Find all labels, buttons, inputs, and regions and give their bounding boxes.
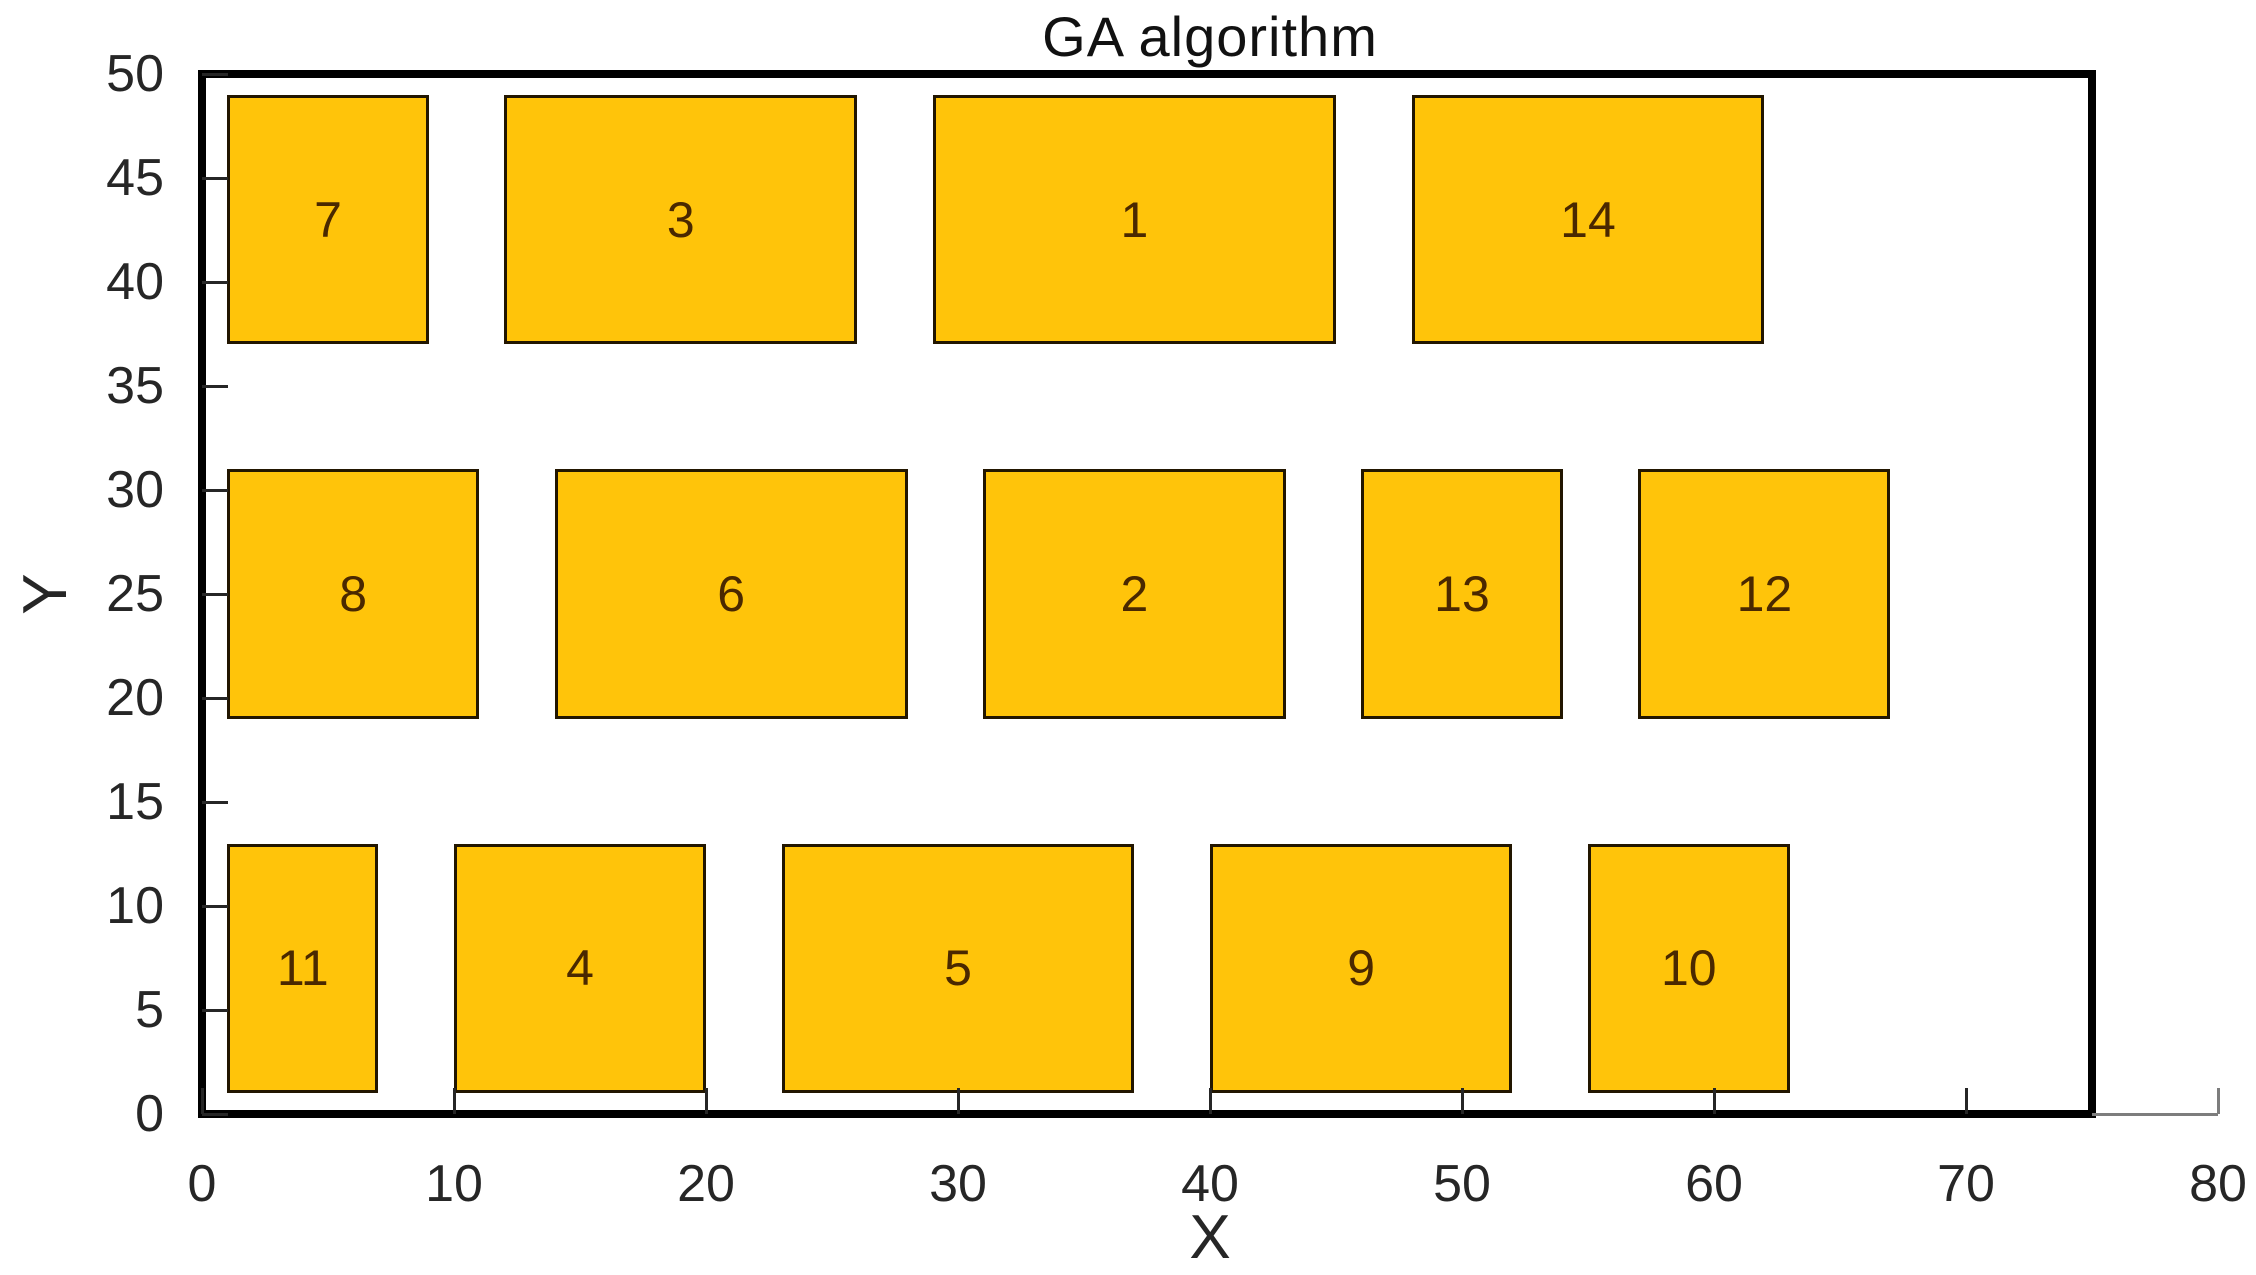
y-tick	[202, 1112, 228, 1116]
y-tick-label: 35	[106, 357, 164, 415]
y-tick-label: 50	[106, 45, 164, 103]
y-tick	[202, 696, 228, 700]
packing-rect-label: 9	[1347, 940, 1376, 997]
packing-rect-label: 4	[566, 940, 594, 997]
packing-rect: 9	[1210, 843, 1513, 1094]
x-tick-label: 60	[1685, 1155, 1743, 1213]
packing-rect: 3	[504, 94, 858, 345]
packing-rect-label: 13	[1434, 565, 1490, 622]
x-tick	[956, 1088, 960, 1114]
packing-rect-label: 10	[1660, 940, 1717, 997]
x-axis-label: X	[1189, 1203, 1231, 1272]
x-tick-label: 50	[1433, 1155, 1491, 1213]
y-tick-label: 0	[135, 1085, 164, 1143]
y-tick	[202, 72, 228, 76]
packing-rect: 4	[454, 843, 706, 1094]
packing-rect: 7	[227, 94, 429, 345]
y-tick	[202, 280, 228, 284]
packing-rect: 13	[1361, 469, 1563, 719]
x-tick-label: 10	[425, 1155, 483, 1213]
x-tick-label: 20	[677, 1155, 735, 1213]
packing-rect-label: 12	[1736, 565, 1793, 622]
packing-rect: 10	[1588, 843, 1790, 1094]
packing-rect-label: 8	[339, 565, 368, 622]
packing-rect-label: 7	[314, 191, 342, 248]
y-tick-label: 15	[106, 773, 164, 831]
y-tick	[202, 904, 228, 908]
x-tick	[200, 1088, 204, 1114]
y-tick	[202, 176, 228, 180]
y-tick	[202, 800, 228, 804]
packing-rect: 2	[983, 469, 1286, 719]
x-tick	[1964, 1088, 1968, 1114]
packing-rect-label: 11	[276, 940, 329, 997]
packing-rect: 6	[554, 469, 908, 719]
y-tick-label: 40	[106, 253, 164, 311]
x-tick	[1460, 1088, 1464, 1114]
y-tick-label: 25	[106, 565, 164, 623]
packing-rect: 14	[1411, 94, 1765, 345]
packing-rect-label: 2	[1120, 565, 1149, 622]
x-tick-label: 80	[2189, 1155, 2247, 1213]
y-tick-label: 45	[106, 149, 164, 207]
y-tick-label: 5	[135, 981, 164, 1039]
packing-rect: 5	[781, 843, 1135, 1094]
packing-rect-label: 1	[1120, 191, 1149, 248]
packing-rect: 12	[1638, 469, 1891, 719]
x-tick-label: 0	[187, 1155, 217, 1213]
packing-rect: 8	[227, 469, 480, 719]
packing-rect-label: 6	[717, 565, 746, 622]
x-tick-label: 70	[1937, 1155, 1995, 1213]
x-tick	[2216, 1088, 2220, 1114]
x-tick-label: 30	[929, 1155, 987, 1213]
y-tick	[202, 488, 228, 492]
x-tick	[452, 1088, 456, 1114]
y-tick	[202, 1008, 228, 1012]
y-tick-label: 10	[106, 877, 164, 935]
x-tick-label: 40	[1181, 1155, 1239, 1213]
packing-rect-label: 3	[666, 191, 695, 248]
packing-rect: 11	[227, 843, 379, 1094]
chart-title: GA algorithm	[1042, 5, 1378, 68]
packing-rect-label: 5	[944, 940, 972, 997]
x-axis-extension-line	[2092, 1113, 2218, 1116]
x-tick	[1712, 1088, 1716, 1114]
y-tick	[202, 384, 228, 388]
packing-rect-label: 14	[1560, 191, 1616, 248]
y-tick-label: 20	[106, 669, 164, 727]
packing-rect: 1	[932, 94, 1336, 345]
y-tick	[202, 592, 228, 596]
x-tick	[704, 1088, 708, 1114]
y-tick-label: 30	[106, 461, 164, 519]
x-tick	[1208, 1088, 1212, 1114]
